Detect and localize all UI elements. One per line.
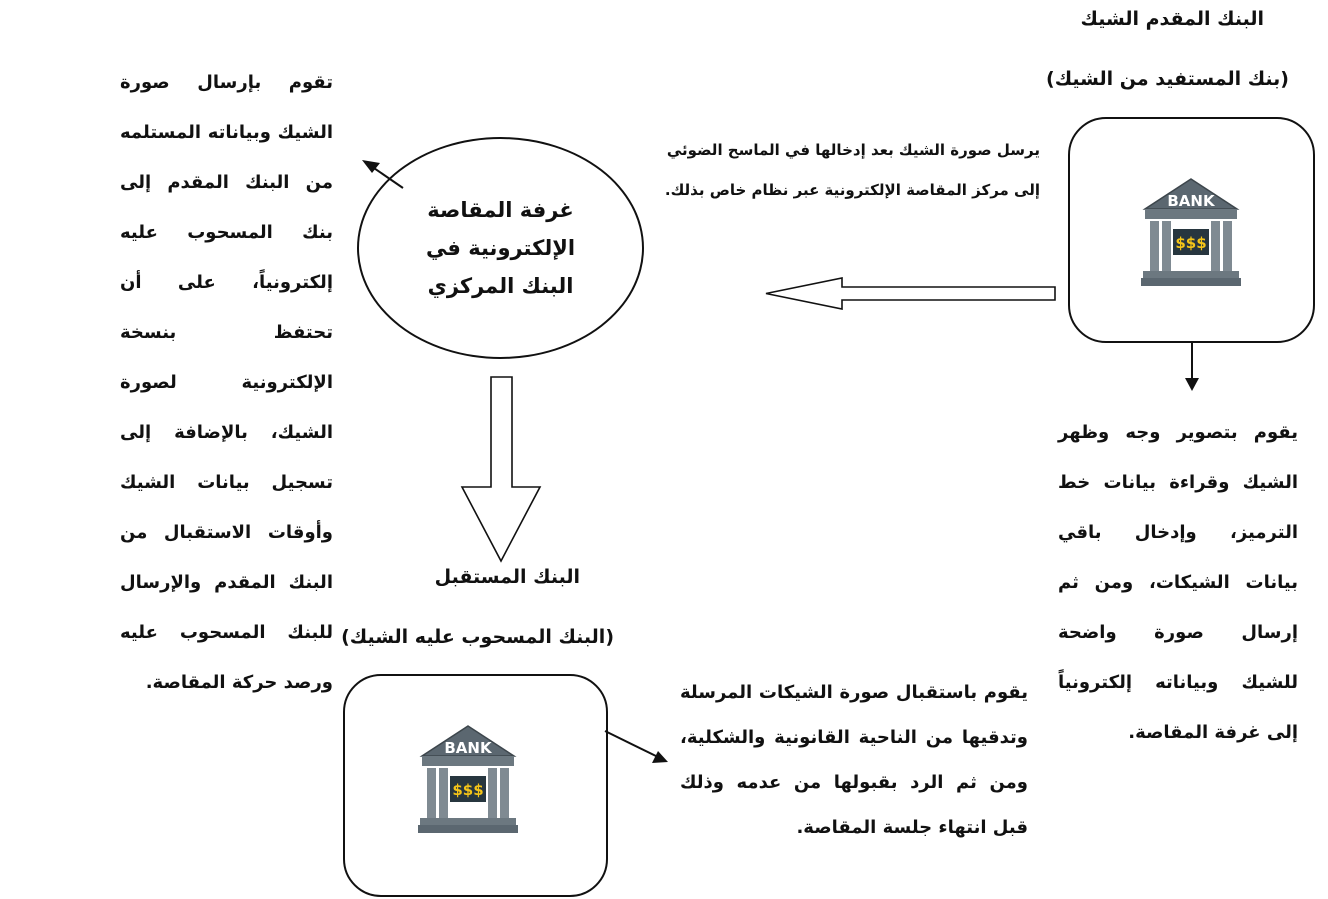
sender-bank-title: البنك المقدم الشيك	[1080, 8, 1264, 30]
svg-text:BANK: BANK	[444, 739, 493, 757]
receiver-bank-icon: BANK $$$	[418, 725, 518, 833]
receiver-text-arrow	[604, 730, 659, 758]
receiver-receive-text: يقوم باستقبال صورة الشيكات المرسلة وتدقي…	[680, 682, 1028, 838]
svg-text:$$$: $$$	[1175, 234, 1206, 252]
clearing-room-ellipse: غرفة المقاصة الإلكترونية في البنك المركز…	[357, 137, 644, 359]
clearing-to-receiver-arrow	[460, 376, 542, 563]
receiver-bank-subtitle: (البنك المسحوب عليه الشيك)	[341, 626, 614, 648]
clearing-room-label: غرفة المقاصة الإلكترونية في البنك المركز…	[425, 198, 576, 298]
receiver-bank-title: البنك المستقبل	[434, 566, 580, 588]
clearing-room-description: تقوم بإرسال صورة الشيك وبياناته المستلمه…	[120, 72, 333, 693]
svg-text:BANK: BANK	[1167, 192, 1216, 210]
sender-send-text: يرسل صورة الشيك بعد إدخالها في الماسح ال…	[664, 141, 1040, 199]
svg-text:$$$: $$$	[452, 781, 483, 799]
sender-bank-icon: BANK $$$	[1141, 178, 1241, 286]
sender-bank-subtitle: (بنك المستفيد من الشيك)	[1046, 68, 1289, 90]
sender-process-text: يقوم بتصوير وجه وظهر الشيك وقراءة بيانات…	[1058, 422, 1298, 743]
send-to-clearing-arrow	[765, 277, 1056, 310]
